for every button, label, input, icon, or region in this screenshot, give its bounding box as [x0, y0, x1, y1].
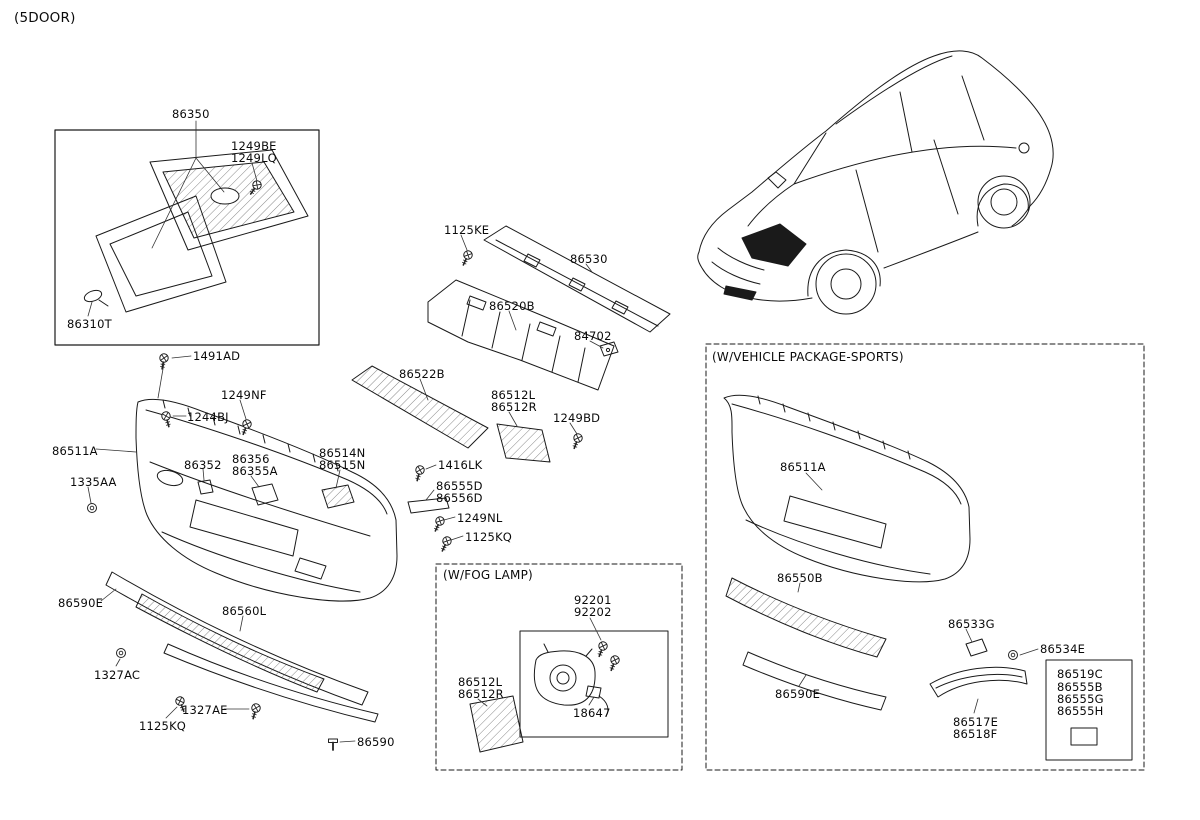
part-label-86590E-sports: 86590E [775, 687, 821, 701]
part-label-86555B: 86555B [1057, 680, 1103, 694]
sports-package-box [705, 343, 1145, 771]
part-label-1249NF: 1249NF [221, 388, 267, 402]
part-label-18647: 18647 [573, 706, 611, 720]
part-label-86512L-fog: 86512L [458, 675, 503, 689]
grille-drawing [83, 149, 309, 313]
part-label-86530: 86530 [570, 252, 608, 266]
part-label-86556D: 86556D [436, 491, 483, 505]
emblem-clip-drawing [83, 289, 109, 307]
part-label-86550B: 86550B [777, 571, 823, 585]
bumper-beam-drawing [458, 225, 671, 357]
part-label-1125KE: 1125KE [444, 223, 490, 237]
part-label-86512R: 86512R [491, 400, 537, 414]
leader-lines [87, 120, 1039, 743]
part-label-86518F: 86518F [953, 727, 998, 741]
part-label-1249BD: 1249BD [553, 411, 601, 425]
part-label-86511A-sports: 86511A [780, 460, 826, 474]
front-bumper-drawing [87, 352, 454, 602]
parts-list-box [1045, 659, 1133, 761]
part-label-1327AC: 1327AC [94, 668, 141, 682]
fog-cover-bracket-drawing [496, 423, 585, 463]
part-label-1249BE: 1249BE [231, 139, 277, 153]
part-label-1125KQ-upper: 1125KQ [465, 530, 513, 544]
energy-absorber-drawing [427, 279, 615, 391]
part-label-1416LK: 1416LK [438, 458, 483, 472]
part-label-86352: 86352 [184, 458, 222, 472]
part-label-84702: 84702 [574, 329, 612, 343]
part-label-86519C: 86519C [1057, 667, 1103, 681]
fog-lamp-box [435, 563, 683, 771]
part-label-86511A: 86511A [52, 444, 98, 458]
bumper-lip-drawing [105, 571, 379, 751]
part-label-86555D: 86555D [436, 479, 483, 493]
part-label-92201: 92201 [574, 593, 612, 607]
part-label-86590E: 86590E [58, 596, 104, 610]
lower-grille-mesh-drawing [351, 365, 489, 449]
part-label-86515N: 86515N [319, 458, 366, 472]
fog-lamp-drawing [469, 639, 622, 753]
part-label-1249NL: 1249NL [457, 511, 503, 525]
part-label-86512L: 86512L [491, 388, 536, 402]
part-label-86350: 86350 [172, 107, 210, 121]
vehicle-sketch [697, 50, 1054, 315]
diagram-title: (5DOOR) [14, 10, 76, 26]
part-label-86514N: 86514N [319, 446, 366, 460]
part-label-86522B: 86522B [399, 367, 445, 381]
part-label-86517E: 86517E [953, 715, 999, 729]
sports-box-title: (W/VEHICLE PACKAGE-SPORTS) [712, 350, 904, 364]
part-label-92202: 92202 [574, 605, 612, 619]
sports-bumper-drawing [723, 394, 1028, 711]
part-label-86590: 86590 [357, 735, 395, 749]
part-label-86534E: 86534E [1040, 642, 1086, 656]
part-label-86310T: 86310T [67, 317, 112, 331]
part-label-1244BJ: 1244BJ [187, 410, 229, 424]
part-label-86560L: 86560L [222, 604, 267, 618]
fog-lamp-box-title: (W/FOG LAMP) [443, 568, 533, 582]
part-label-1335AA: 1335AA [70, 475, 117, 489]
grille-group-box [54, 129, 320, 346]
part-label-86356: 86356 [232, 452, 270, 466]
part-label-86512R-fog: 86512R [458, 687, 504, 701]
part-label-1249LQ: 1249LQ [231, 151, 277, 165]
part-label-1491AD: 1491AD [193, 349, 241, 363]
part-label-86555H: 86555H [1057, 704, 1104, 718]
part-label-1125KQ-lower: 1125KQ [139, 719, 187, 733]
part-label-86533G: 86533G [948, 617, 995, 631]
part-label-86520B: 86520B [489, 299, 535, 313]
part-label-86355A: 86355A [232, 464, 278, 478]
part-label-86555G: 86555G [1057, 692, 1104, 706]
part-label-1327AE: 1327AE [182, 703, 228, 717]
